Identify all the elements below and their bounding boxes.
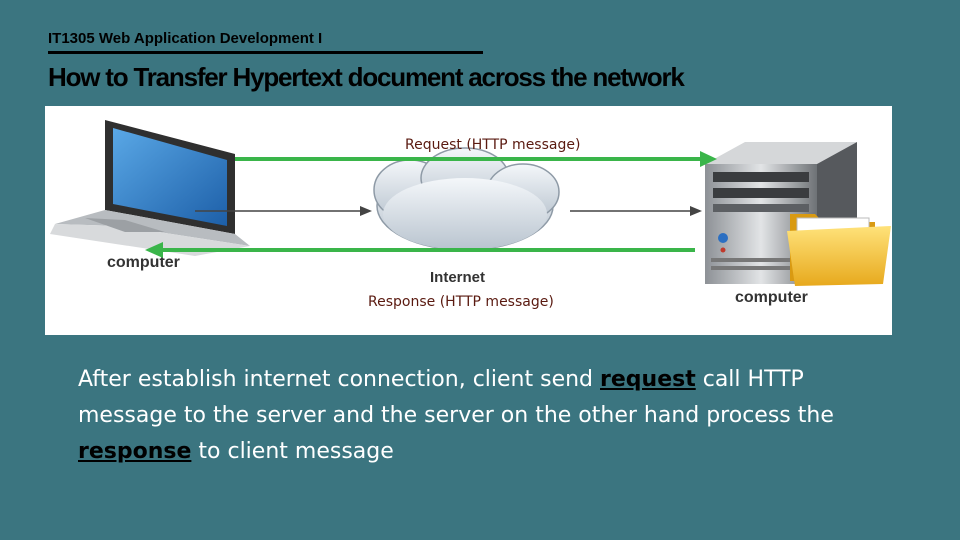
diagram-canvas: computer Internet [45, 106, 892, 335]
request-label: Request (HTTP message) [405, 137, 580, 153]
body-paragraph: After establish internet connection, cli… [78, 362, 898, 470]
laptop-icon [50, 120, 250, 256]
http-diagram: computer Internet [45, 106, 892, 335]
internet-label: Internet [430, 269, 485, 286]
keyword-response: response [78, 439, 191, 464]
course-title: IT1305 Web Application Development I [48, 30, 322, 47]
server-computer-label: computer [735, 289, 808, 306]
response-label: Response (HTTP message) [368, 294, 554, 310]
cloud-to-server-arrow [570, 206, 702, 216]
internet-cloud-icon [374, 148, 559, 250]
client-computer-label: computer [107, 254, 180, 271]
keyword-request: request [600, 367, 696, 392]
body-text-part1: After establish internet connection, cli… [78, 367, 600, 392]
folder-icon [787, 214, 891, 286]
course-underline [48, 51, 483, 54]
body-text-part3: to client message [191, 439, 393, 464]
slide-title: How to Transfer Hypertext document acros… [48, 62, 684, 93]
